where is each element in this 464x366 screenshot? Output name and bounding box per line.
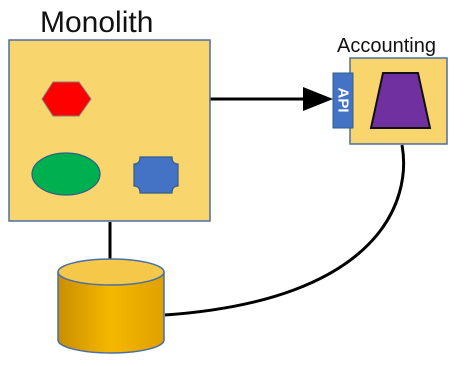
trapezoid-component — [369, 72, 432, 129]
api-label: API — [335, 87, 352, 112]
hexagon-component — [41, 81, 92, 117]
monolith-title: Monolith — [40, 6, 153, 39]
accounting-title: Accounting — [337, 35, 436, 57]
monolith-box — [8, 39, 211, 222]
api-tab[interactable] — [332, 72, 354, 129]
database-top — [57, 258, 165, 286]
database-cylinder — [57, 258, 165, 354]
octagon-component — [133, 156, 179, 194]
accounting-to-database-curve — [164, 144, 406, 317]
ellipse-component — [31, 152, 101, 196]
